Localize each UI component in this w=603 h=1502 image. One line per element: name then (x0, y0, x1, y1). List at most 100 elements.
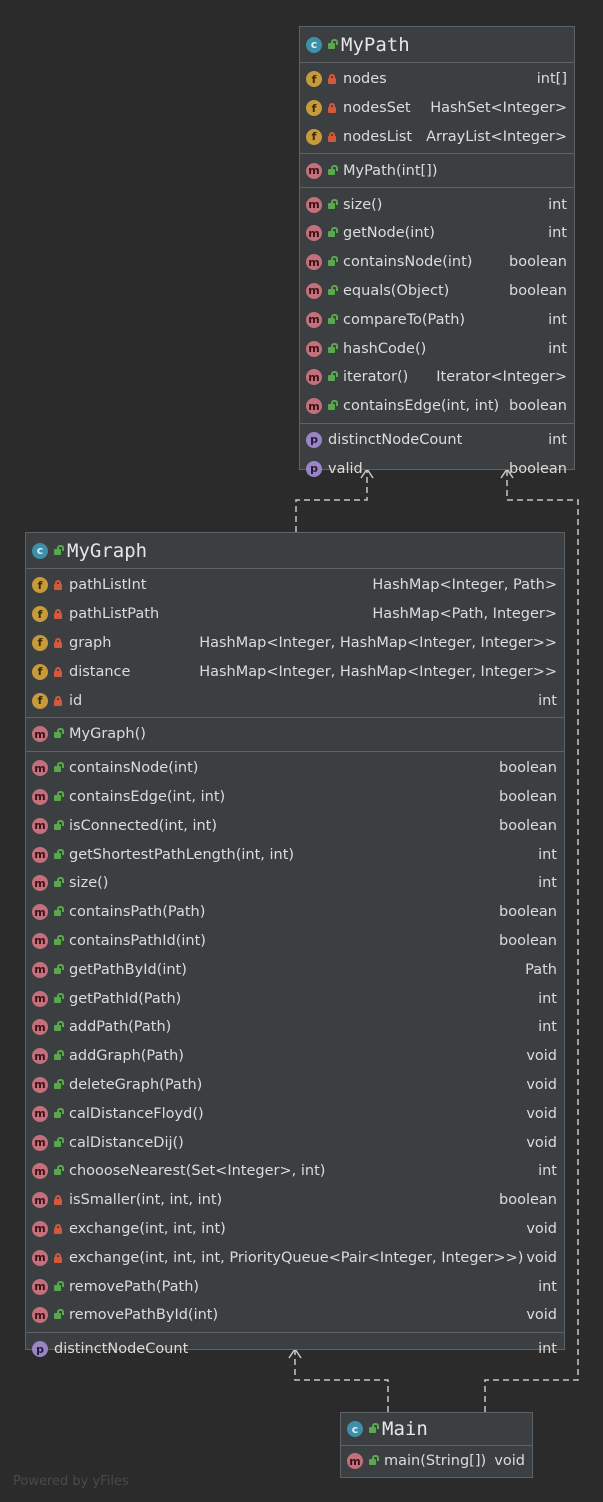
class-icon: c (347, 1421, 363, 1437)
member-type: boolean (499, 788, 557, 805)
method-icon: m (306, 340, 322, 357)
member-name: main(String[]) (384, 1453, 487, 1470)
member-name: calDistanceDij() (69, 1134, 184, 1151)
method-icon: m (306, 196, 322, 213)
method-icon: m (32, 1192, 48, 1209)
public-icon (368, 1456, 378, 1466)
public-icon (53, 965, 63, 975)
public-icon (53, 907, 63, 917)
method-icon: m (32, 1307, 48, 1324)
member-name: nodesSet (343, 100, 411, 117)
private-lock-icon (53, 580, 63, 591)
member-type: void (526, 1048, 557, 1065)
method-icon: m (32, 1134, 48, 1151)
method-icon: m (32, 875, 48, 892)
public-icon (327, 166, 337, 176)
public-icon (53, 1022, 63, 1032)
class-header: c Main (341, 1413, 532, 1446)
member-type: int (548, 431, 567, 448)
dependency-mygraph-to-mypath (295, 470, 368, 532)
member-name: containsPathId(int) (69, 932, 206, 949)
member-name: size() (69, 875, 109, 892)
method-icon: m (32, 1076, 48, 1093)
class-header: c MyGraph (26, 533, 564, 569)
public-icon (327, 286, 337, 296)
member-type: int (538, 990, 557, 1007)
member-type: boolean (509, 282, 567, 299)
member-name: nodesList (343, 128, 413, 145)
field-icon: f (32, 692, 48, 709)
public-icon (53, 1166, 63, 1176)
member-type: ArrayList<Integer> (426, 128, 567, 145)
class-header: c MyPath (300, 27, 574, 63)
member-type: boolean (499, 904, 557, 921)
public-icon (53, 1138, 63, 1148)
public-icon (53, 792, 63, 802)
private-lock-icon (327, 103, 337, 114)
member-type: Iterator<Integer> (436, 369, 567, 386)
member-type: int (538, 846, 557, 863)
public-icon (368, 1424, 378, 1434)
method-icon: m (306, 162, 322, 179)
member-type: int (548, 340, 567, 357)
public-icon (53, 878, 63, 888)
method-icon: m (306, 225, 322, 242)
member-name: containsEdge(int, int) (69, 788, 226, 805)
member-name: equals(Object) (343, 282, 450, 299)
field-icon: f (32, 606, 48, 623)
member-type: int (548, 225, 567, 242)
member-name: calDistanceFloyd() (69, 1105, 204, 1122)
public-icon (53, 1282, 63, 1292)
public-icon (53, 821, 63, 831)
private-lock-icon (53, 637, 63, 648)
